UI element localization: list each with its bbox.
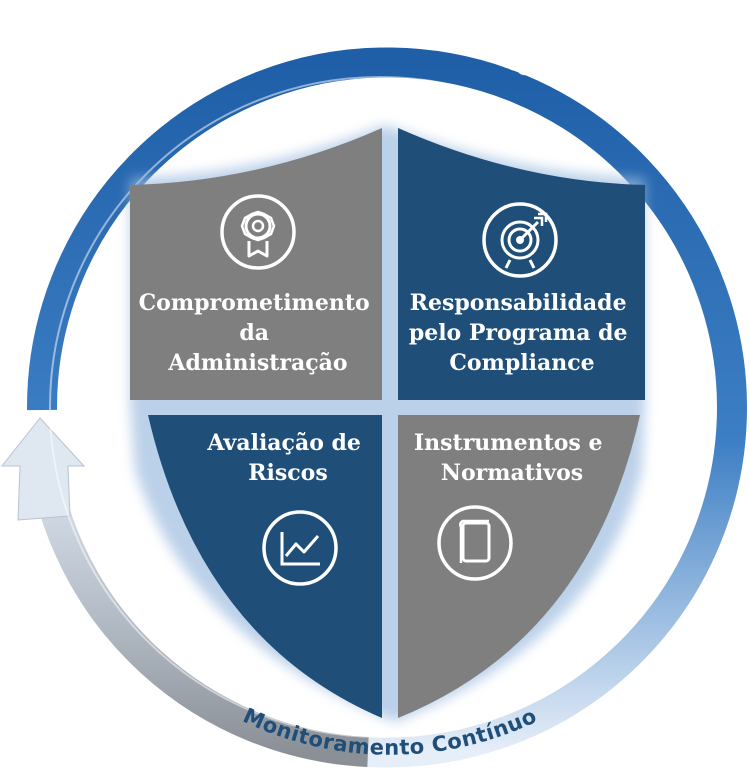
quadrant-bottom-right	[398, 415, 640, 718]
shield	[130, 128, 645, 718]
quadrant-top-right-text: Responsabilidade pelo Programa de Compli…	[409, 290, 635, 376]
quadrant-bottom-right-text: Instrumentos e Normativos	[414, 430, 610, 486]
quadrant-top-right	[398, 128, 645, 400]
quadrant-bottom-left-text: Avaliação de Riscos	[206, 430, 368, 486]
quadrant-top-left	[130, 128, 382, 400]
quadrant-top-left-text: Comprometimento da Administração	[139, 290, 378, 376]
line-chart-icon	[262, 510, 338, 586]
ring-bottom-arc	[27, 452, 369, 767]
award-ribbon-icon	[220, 194, 296, 270]
ring-top-arc	[26, 47, 747, 768]
book-icon	[437, 505, 513, 581]
cycle-arrowhead-icon	[0, 417, 86, 521]
quadrant-bottom-left	[148, 415, 382, 718]
target-icon	[482, 202, 558, 278]
